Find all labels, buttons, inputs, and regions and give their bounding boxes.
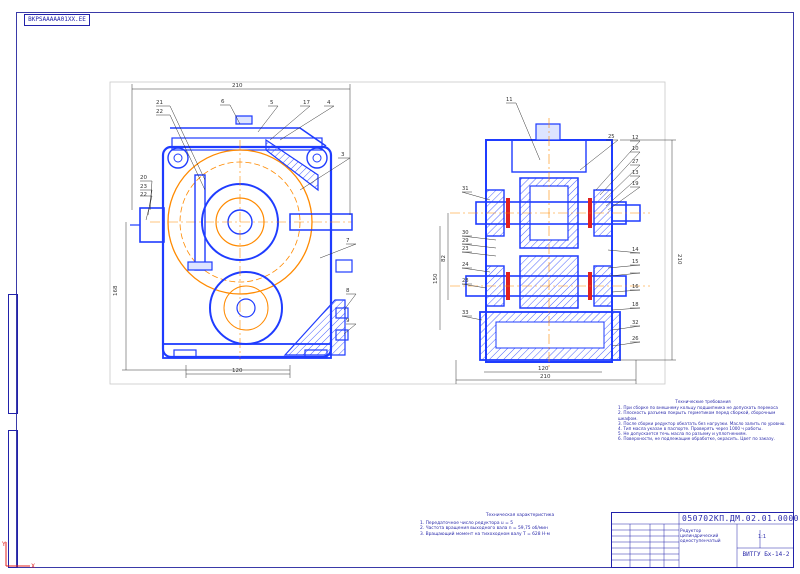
front-label-21: 21: [156, 100, 163, 106]
spec-line: 2. Частота вращения выходного вала n = 5…: [420, 526, 548, 532]
side-label-25: 25: [608, 134, 615, 140]
ucs-icon: [5, 542, 30, 567]
front-label-20: 20: [140, 175, 147, 181]
assembly-name: Редуктор цилиндрический одноступенчатый: [680, 529, 721, 545]
ucs-x-label: X: [31, 563, 35, 570]
front-label-22: 22: [156, 109, 163, 115]
title-block-grid: [611, 512, 794, 568]
side-label-23: 23: [462, 246, 469, 252]
side-label-29: 29: [462, 238, 469, 244]
ucs-y-label: Y: [1, 541, 6, 548]
requirement-line: 5. Не допускается течь масла по разъему …: [618, 431, 747, 437]
spec-line: 1. Передаточное число редуктора u = 5: [420, 520, 513, 526]
front-label-3: 3: [341, 152, 345, 158]
side-label-27: 27: [632, 159, 639, 165]
side-dim-left: 150: [433, 273, 439, 284]
side-label-14: 14: [632, 247, 639, 253]
side-dim-bottom: 210: [540, 374, 551, 380]
front-view-leaders: [140, 104, 357, 335]
document-code: 050702КП.ДМ.02.01.0000.СБ: [682, 514, 800, 523]
front-dim-top: 210: [232, 83, 243, 89]
front-label-6: 6: [221, 99, 225, 105]
requirement-line: 4. Тип масла указан в паспорте. Проверят…: [618, 426, 763, 432]
side-label-26: 26: [632, 336, 639, 342]
front-label-5: 5: [270, 100, 274, 106]
side-label-13: 13: [632, 170, 639, 176]
side-label-28: 28: [462, 278, 469, 284]
side-label-19: 19: [632, 181, 639, 187]
front-dim-height: 168: [113, 285, 119, 296]
side-view-dimensions: [439, 139, 676, 384]
side-view: [450, 118, 650, 370]
requirement-line: 1. При сборке по внешнему кольцу подшипн…: [618, 405, 778, 411]
side-label-31: 31: [462, 186, 469, 192]
requirement-line: 3. После сборки редуктор обкатать без на…: [618, 420, 786, 426]
side-label-30: 30: [462, 230, 469, 236]
front-label-4: 4: [327, 100, 331, 106]
side-label-11: 11: [506, 97, 513, 103]
scale-value: 1:1: [758, 534, 767, 540]
side-label-18: 18: [632, 302, 639, 308]
side-label-24: 24: [462, 262, 469, 268]
technical-requirements: Технические требования 1. При сборке по …: [618, 399, 788, 442]
requirement-line: 2. Плоскость разъема покрыть герметиком …: [618, 410, 776, 421]
side-stamp-strip: [8, 294, 18, 414]
technical-specification-title: Техническая характеристика: [485, 513, 555, 518]
side-label-12: 12: [632, 135, 639, 141]
side-label-32: 32: [632, 320, 639, 326]
front-label-9: 9: [346, 318, 350, 324]
front-label-8: 8: [346, 288, 350, 294]
requirement-line: 6. Поверхности, не подлежащие обработке,…: [618, 436, 775, 442]
sheet-stamp-code: ВКРSAAAAA01XX.ЕЕ: [24, 14, 90, 26]
side-label-33: 33: [462, 310, 469, 316]
technical-requirements-title: Технические требования: [675, 399, 731, 404]
spec-line: 3. Вращающий момент на тихоходном валу T…: [420, 531, 550, 537]
front-view-dimensions: [122, 84, 351, 378]
front-view: [130, 115, 353, 360]
title-block: 050702КП.ДМ.02.01.0000.СБ Редуктор цилин…: [611, 512, 800, 568]
front-label-22b: 22: [140, 192, 147, 198]
front-label-17: 17: [303, 100, 310, 106]
side-dim-left-inner: 82: [441, 255, 447, 262]
side-label-10: 10: [632, 146, 639, 152]
side-label-16: 16: [632, 284, 639, 290]
side-dim-bottom-inner: 120: [538, 366, 549, 372]
organization: ВИТГУ Бх-14-2: [742, 551, 790, 558]
front-label-23: 23: [140, 184, 147, 190]
drawing-frame: [16, 12, 794, 568]
front-label-7: 7: [346, 238, 350, 244]
side-dim-right: 210: [676, 254, 682, 265]
side-stamp-strip-lower: [8, 430, 18, 568]
side-view-leaders: [461, 102, 641, 347]
side-label-15: 15: [632, 259, 639, 265]
front-dim-bottom: 120: [232, 368, 243, 374]
technical-specification: Техническая характеристика 1. Передаточн…: [420, 513, 610, 537]
